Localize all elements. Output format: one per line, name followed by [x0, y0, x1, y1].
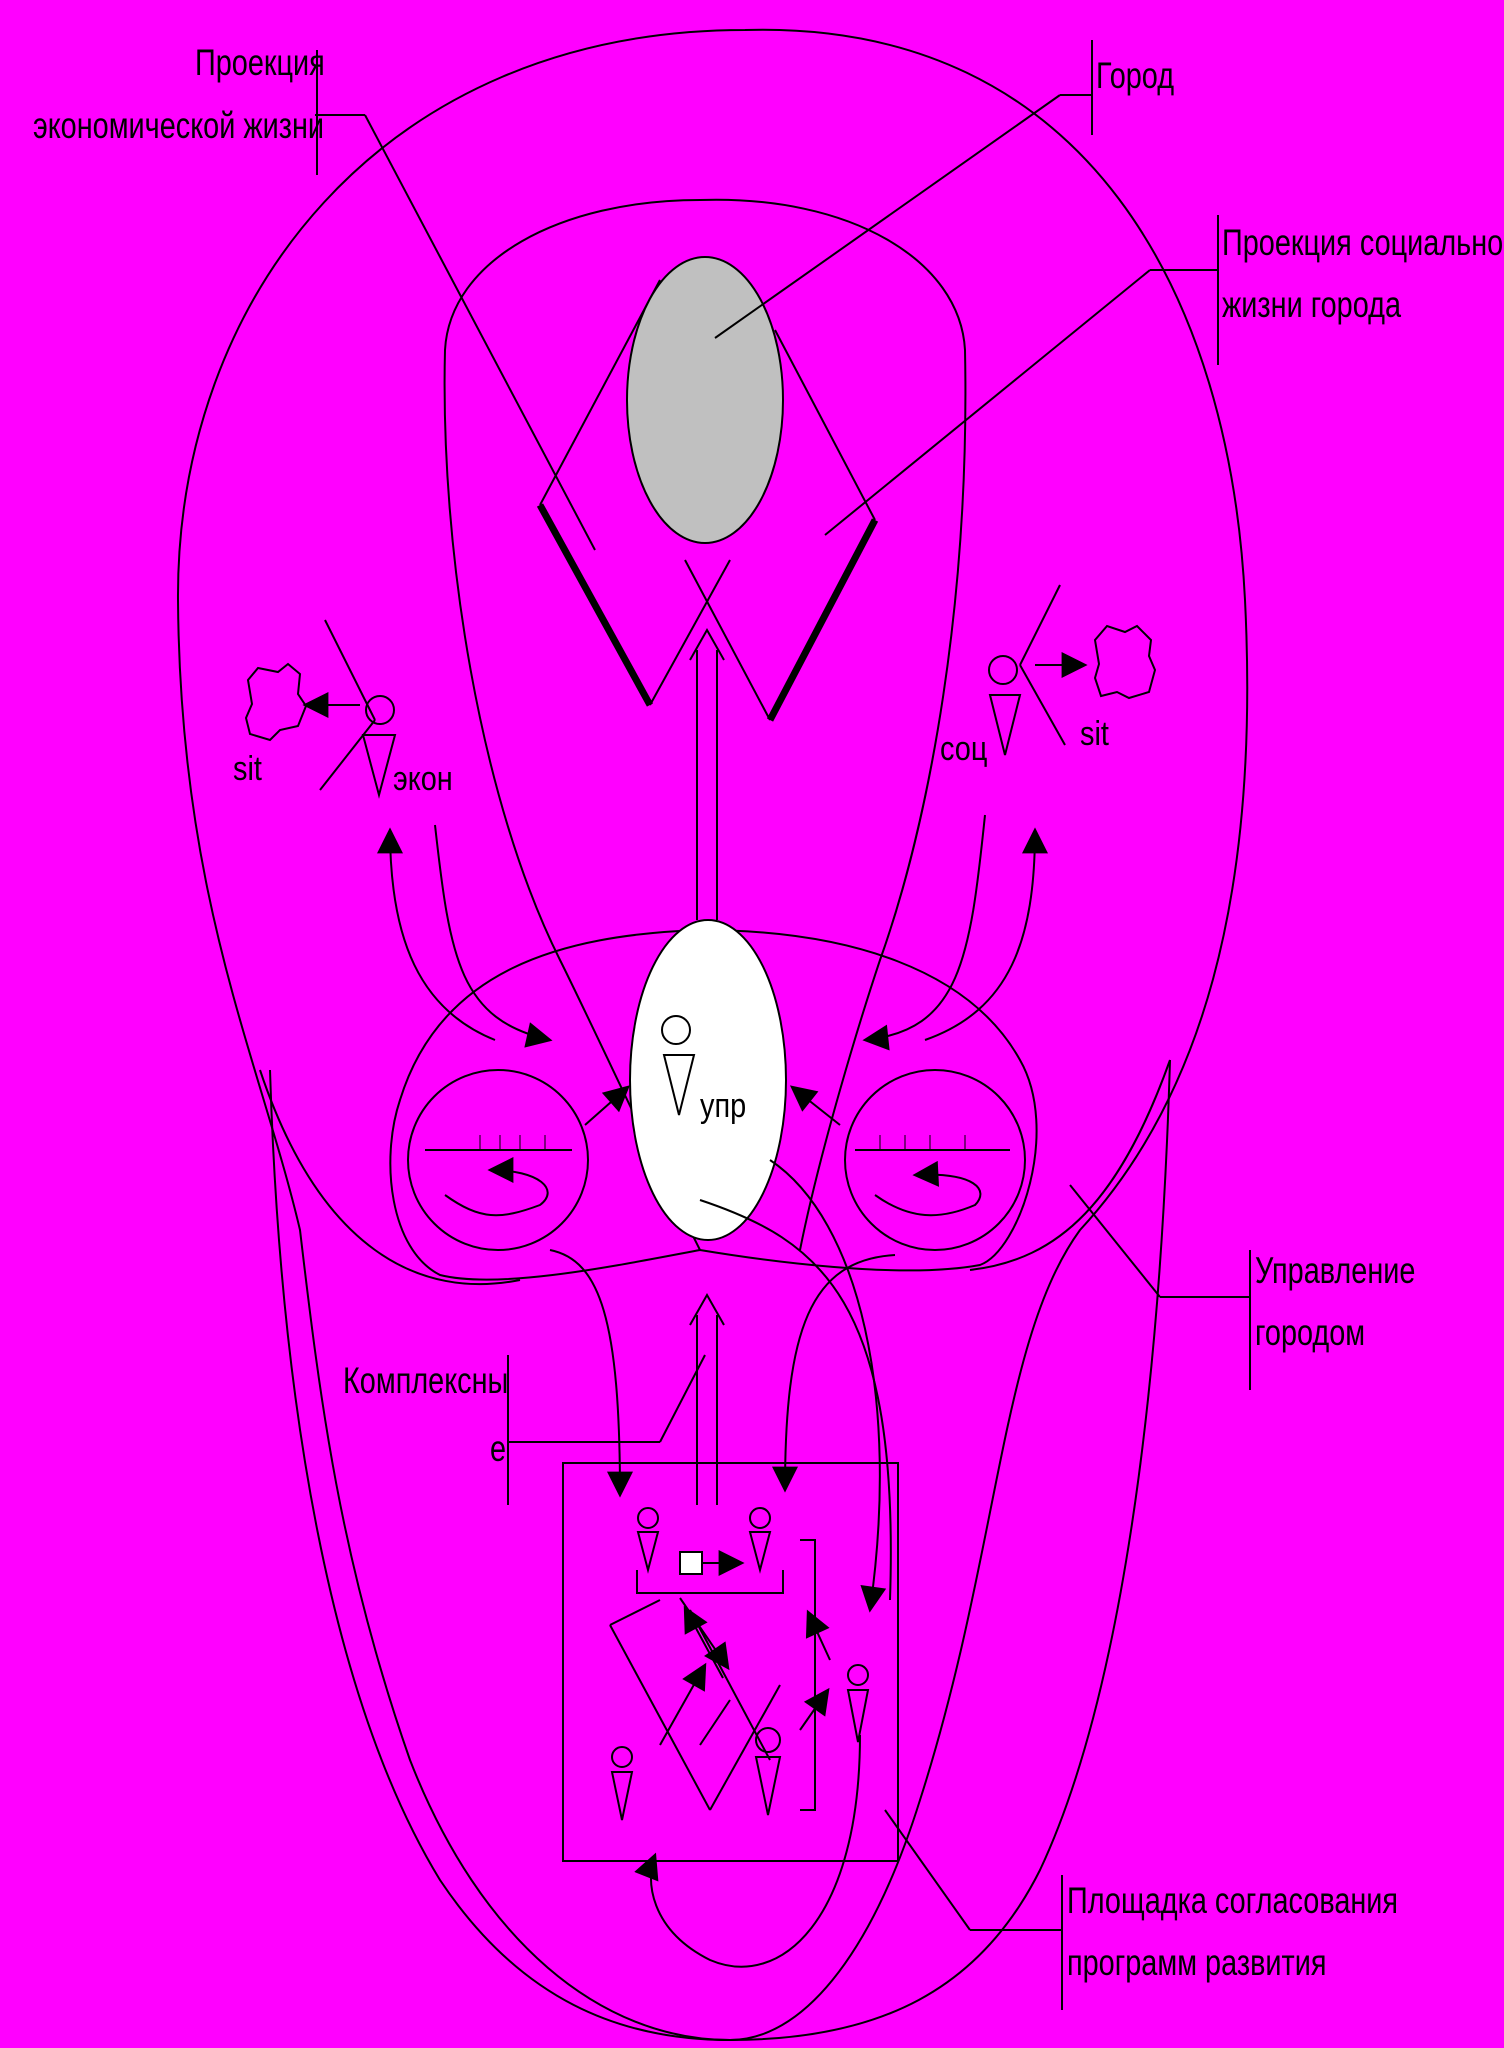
lower-loop	[269, 1069, 731, 2041]
platform-line1: Площадка согласования	[1067, 1880, 1399, 1921]
social-projection-line2: жизни города	[1222, 284, 1402, 325]
city-management-label: Управление городом	[1255, 1250, 1415, 1354]
city-ellipse	[626, 256, 784, 544]
ekon-label: экон	[393, 760, 453, 798]
economic-projection-label-2: экономической жизни	[33, 105, 324, 147]
city-management-line2: городом	[1255, 1312, 1366, 1353]
city-label-text: Город	[1096, 55, 1175, 96]
economic-projection-line2: экономической жизни	[33, 105, 325, 146]
economic-projection-label-1b: Проекция	[195, 42, 325, 84]
econ-v-left	[536, 503, 654, 707]
inner-contour-left	[443, 199, 701, 1251]
social-projection-line1: Проекция социальной	[1222, 222, 1504, 263]
sots-label: соц	[940, 730, 988, 768]
sit-right-label: sit	[1080, 715, 1109, 753]
management-ellipse	[629, 919, 787, 1241]
complexes-label-2: е	[490, 1428, 506, 1470]
city-management-line1: Управление	[1255, 1250, 1416, 1291]
platform-line2: программ развития	[1067, 1942, 1327, 1983]
left-swoop	[259, 1069, 521, 1286]
economic-projection-line1b: Проекция	[195, 42, 325, 83]
management-region	[389, 928, 1038, 1281]
inner-contour	[699, 198, 967, 1251]
lower-loop-right	[729, 1059, 1171, 2041]
left-gauge	[407, 1069, 589, 1251]
right-swoop	[969, 1059, 1171, 1271]
complexes-label: Комплексны	[343, 1360, 508, 1402]
city-label: Город	[1096, 55, 1174, 97]
social-projection-label: Проекция социальной жизни города	[1222, 222, 1504, 326]
social-v-right	[766, 518, 879, 722]
sit-left-label: sit	[233, 750, 262, 788]
right-gauge	[844, 1069, 1026, 1251]
platform-label: Площадка согласования программ развития	[1067, 1880, 1398, 1984]
complexes-line2: е	[490, 1428, 507, 1469]
econ-v-right	[649, 559, 731, 706]
platform-box	[562, 1462, 899, 1862]
complexes-line1: Комплексны	[343, 1360, 509, 1401]
upr-label: упр	[700, 1087, 747, 1125]
